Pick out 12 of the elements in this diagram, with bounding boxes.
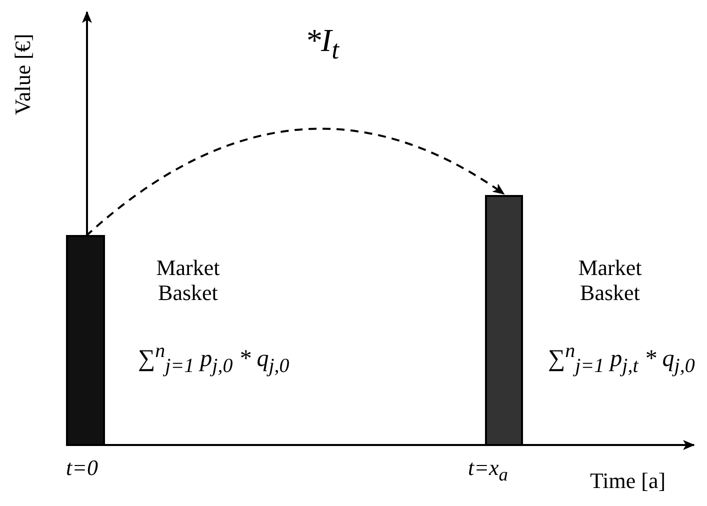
text-label: Market Basket: [577, 255, 643, 306]
axis-title: Value [€]: [10, 34, 36, 115]
text-label: Market Basket: [155, 255, 221, 306]
axis-title: Time [a]: [590, 468, 666, 494]
formula: ∑$^{n}$$_{j=1}$ p$_{j,t}$ * q$_{j,0}$: [548, 340, 695, 378]
tick-label: t=0: [66, 455, 98, 480]
formula: ∑$^{n}$$_{j=1}$ p$_{j,0}$ * q$_{j,0}$: [138, 340, 290, 378]
value-bar: [485, 195, 523, 446]
edge-label: *I$_{t}$: [305, 22, 340, 66]
tick-label: t=x$_{a}$: [468, 455, 508, 486]
value-bar: [66, 235, 105, 446]
arrow: [85, 128, 505, 237]
